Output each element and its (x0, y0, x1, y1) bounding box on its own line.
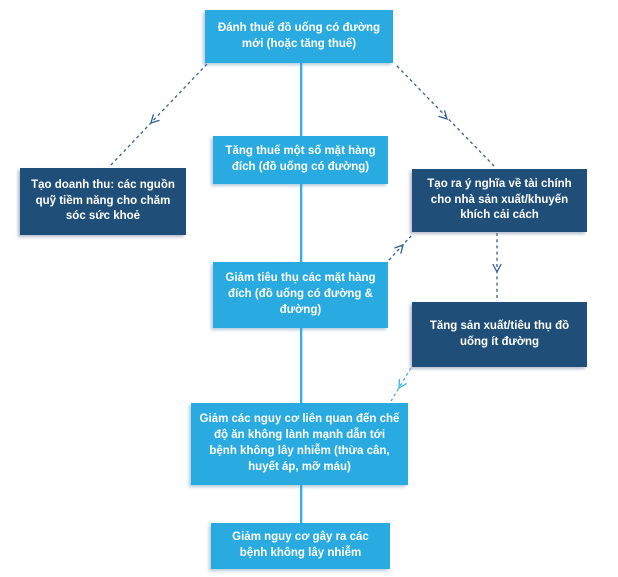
edge-increase-tax-to-reduce-consumption (300, 184, 304, 262)
node-low-sugar-drinks: Tăng sản xuất/tiêu thụ đồ uống ít đường (412, 302, 587, 367)
edge-tax-to-increase-tax (300, 63, 304, 136)
edge-reduce-consumption-to-reduce-diet-risk (300, 328, 304, 403)
node-reduce-diet-risk-label: Giảm các nguy cơ liên quan đến chế độ ăn… (199, 413, 400, 473)
node-reduce-ncd: Giảm nguy cơ gây ra các bệnh không lây n… (211, 523, 390, 569)
arrowhead (438, 110, 448, 120)
node-financial-incentive: Tạo ra ý nghĩa về tài chính cho nhà sản … (412, 169, 587, 232)
arrowhead (394, 243, 404, 254)
node-reduce-ncd-label: Giảm nguy cơ gây ra các bệnh không lây n… (232, 531, 369, 559)
node-revenue: Tạo doanh thu: các nguồn quỹ tiềm năng c… (20, 168, 186, 235)
node-tax-label: Đánh thuế đồ uống có đường mới (hoặc tăn… (217, 21, 381, 50)
edge-reduce-diet-risk-to-reduce-ncd (300, 485, 304, 523)
node-reduce-diet-risk: Giảm các nguy cơ liên quan đến chế độ ăn… (191, 403, 408, 485)
node-increase-tax: Tăng thuế một số mặt hàng đích (đồ uống … (213, 136, 388, 184)
arrowhead (150, 114, 160, 124)
edge-tax-to-financial-incentive (396, 65, 496, 168)
edge-low-sugar-to-reduce-diet-risk (390, 367, 412, 402)
node-reduce-consumption-label: Giảm tiêu thụ các mặt hàng đích (đồ uống… (225, 272, 376, 316)
node-tax-sugary-drinks: Đánh thuế đồ uống có đường mới (hoặc tăn… (205, 10, 393, 63)
edge-financial-incentive-to-low-sugar (492, 233, 502, 301)
arrowhead (492, 263, 502, 274)
node-increase-tax-label: Tăng thuế một số mặt hàng đích (đồ uống … (225, 145, 376, 173)
node-financial-incentive-label: Tạo ra ý nghĩa về tài chính cho nhà sản … (427, 177, 572, 222)
node-revenue-label: Tạo doanh thu: các nguồn quỹ tiềm năng c… (31, 178, 175, 223)
edge-tax-to-revenue (108, 63, 208, 168)
node-reduce-consumption: Giảm tiêu thụ các mặt hàng đích (đồ uống… (213, 262, 388, 328)
edge-reduce-consumption-to-financial-incentive (388, 235, 412, 261)
arrowhead (398, 378, 408, 390)
node-low-sugar-drinks-label: Tăng sản xuất/tiêu thụ đồ uống ít đường (429, 319, 570, 348)
